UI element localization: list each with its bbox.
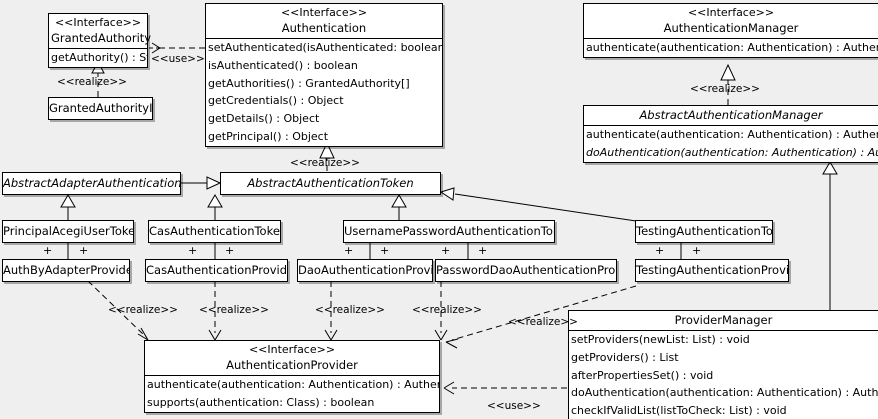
edge-label-realize-dao-authentication-provider: <<realize>> — [315, 304, 385, 316]
edge-label-realize-cas-authentication-provider: <<realize>> — [199, 304, 269, 316]
edge-label-realize-auth-by-adapter-provider: <<realize>> — [108, 304, 178, 316]
class-dao-authentication-provider[interactable]: DaoAuthenticationProvider — [297, 259, 433, 282]
member-row: setProviders(newList: List) : void — [571, 333, 750, 346]
class-testing-authentication-provider[interactable]: TestingAuthenticationProvider — [635, 259, 789, 282]
assoc-plus-mark: + — [225, 244, 235, 257]
class-name: GrantedAuthorityImpl — [49, 101, 152, 115]
class-header: <<Interface>> AuthenticationProvider — [145, 341, 439, 375]
class-cas-authentication-provider[interactable]: CasAuthenticationProvider — [145, 259, 288, 282]
member-row: checkIfValidList(listToCheck: List) : vo… — [571, 404, 787, 418]
class-header: ProviderManager — [569, 311, 878, 330]
class-authentication[interactable]: <<Interface>> Authentication setAuthenti… — [205, 3, 443, 147]
member-row: isAuthenticated() : boolean — [208, 58, 358, 72]
edge-label-realize-abstract-authentication-manager: <<realize>> — [690, 83, 760, 95]
class-header: AbstractAuthenticationManager — [584, 106, 878, 125]
assoc-plus-mark: + — [79, 244, 89, 257]
assoc-plus-mark: + — [441, 244, 451, 257]
stereotype-label: <<Interface>> — [687, 6, 775, 19]
assoc-plus-mark: + — [478, 244, 488, 257]
stereotype-label: <<Interface>> — [248, 343, 336, 356]
assoc-plus-mark: + — [380, 244, 390, 257]
class-name: AuthenticationProvider — [226, 358, 358, 372]
class-name: AbstractAuthenticationToken — [247, 176, 414, 190]
member-row: getCredentials() : Object — [208, 94, 344, 108]
class-name: AbstractAdapterAuthenticationToken — [3, 176, 180, 190]
class-members: setAuthenticated(isAuthenticated: boolea… — [206, 38, 442, 146]
member-row: setAuthenticated(isAuthenticated: boolea… — [208, 41, 442, 54]
edge-label-realize-testing-authentication-provider: <<realize>> — [508, 316, 578, 328]
class-name: PasswordDaoAuthenticationProvider — [436, 263, 616, 277]
class-members: setProviders(newList: List) : void getPr… — [569, 330, 878, 419]
edge-generalize-testingauthenticationtoken — [439, 187, 637, 222]
class-header: <<Interface>> Authentication — [206, 4, 442, 38]
member-row: getDetails() : Object — [208, 112, 320, 126]
member-row: getPrincipal() : Object — [208, 129, 329, 143]
edge-generalize-principalacegiusertoken — [60, 194, 76, 220]
assoc-plus-mark: + — [344, 244, 354, 257]
class-abstract-adapter-authentication-token[interactable]: AbstractAdapterAuthenticationToken — [2, 172, 181, 195]
assoc-plus-mark: + — [655, 244, 665, 257]
member-row: authenticate(authentication: Authenticat… — [147, 378, 439, 391]
class-name: TestingAuthenticationProvider — [636, 263, 788, 277]
class-principal-acegi-user-token[interactable]: PrincipalAcegiUserToken — [2, 220, 134, 243]
class-name: PrincipalAcegiUserToken — [3, 224, 133, 238]
member-row: supports(authentication: Class) : boolea… — [147, 395, 375, 409]
class-auth-by-adapter-provider[interactable]: AuthByAdapterProvider — [2, 259, 130, 282]
edge-label-use-granted-authority: <<use>> — [151, 53, 205, 65]
edge-label-realize-granted-authority-impl: <<realize>> — [57, 76, 127, 88]
member-row: doAuthentication(authentication: Authent… — [586, 145, 878, 159]
edge-label-realize-password-dao-authentication-provider: <<realize>> — [412, 304, 482, 316]
assoc-plus-mark: + — [43, 244, 53, 257]
edge-generalize-usernamepasswordauthenticationtoken — [391, 194, 407, 220]
class-members: getAuthority() : String — [49, 48, 147, 67]
class-name: AuthenticationManager — [663, 21, 799, 35]
class-header: <<Interface>> GrantedAuthority — [49, 14, 152, 48]
class-name: ProviderManager — [674, 313, 773, 327]
edge-label-use-provider-manager: <<use>> — [487, 400, 541, 412]
class-password-dao-authentication-provider[interactable]: PasswordDaoAuthenticationProvider — [435, 259, 617, 282]
member-row: getAuthority() : String — [51, 51, 147, 64]
class-header: <<Interface>> AuthenticationManager — [584, 4, 878, 38]
class-abstract-authentication-token[interactable]: AbstractAuthenticationToken — [220, 172, 441, 195]
class-granted-authority[interactable]: <<Interface>> GrantedAuthority getAuthor… — [48, 13, 152, 68]
class-name: GrantedAuthority — [51, 31, 152, 45]
class-granted-authority-impl[interactable]: GrantedAuthorityImpl — [48, 97, 153, 120]
class-name: TestingAuthenticationToken — [636, 224, 772, 238]
class-cas-authentication-token[interactable]: CasAuthenticationToken — [148, 220, 281, 243]
edge-label-realize-abstract-authentication-token: <<realize>> — [290, 157, 360, 169]
member-row: getProviders() : List — [571, 350, 679, 364]
class-authentication-provider[interactable]: <<Interface>> AuthenticationProvider aut… — [144, 340, 440, 413]
edge-use-authentication-grantedauthority — [149, 42, 205, 54]
class-provider-manager[interactable]: ProviderManager setProviders(newList: Li… — [568, 310, 878, 419]
stereotype-label: <<Interface>> — [54, 16, 142, 29]
class-members: authenticate(authentication: Authenticat… — [584, 38, 878, 57]
member-row: doAuthentication(authentication: Authent… — [571, 386, 878, 400]
edge-generalize-abstractadapterauthenticationtoken — [181, 176, 222, 190]
class-testing-authentication-token[interactable]: TestingAuthenticationToken — [635, 220, 773, 243]
member-row: getAuthorities() : GrantedAuthority[] — [208, 76, 410, 90]
stereotype-label: <<Interface>> — [280, 6, 368, 19]
class-name: UsernamePasswordAuthenticationToken — [344, 224, 554, 238]
member-row: authenticate(authentication: Authenticat… — [586, 41, 878, 54]
class-name: Authentication — [281, 21, 367, 35]
class-name: AbstractAuthenticationManager — [639, 108, 823, 122]
class-abstract-authentication-manager[interactable]: AbstractAuthenticationManager authentica… — [583, 105, 878, 163]
member-row: authenticate(authentication: Authenticat… — [586, 128, 878, 141]
assoc-plus-mark: + — [692, 244, 702, 257]
class-members: authenticate(authentication: Authenticat… — [145, 375, 439, 412]
class-name: DaoAuthenticationProvider — [298, 263, 432, 277]
class-username-password-authentication-token[interactable]: UsernamePasswordAuthenticationToken — [343, 220, 555, 243]
edge-generalize-providermanager — [822, 161, 838, 310]
class-members: authenticate(authentication: Authenticat… — [584, 125, 878, 162]
class-authentication-manager[interactable]: <<Interface>> AuthenticationManager auth… — [583, 3, 878, 58]
edge-generalize-casauthenticationtoken — [207, 194, 223, 220]
class-name: CasAuthenticationToken — [149, 224, 280, 238]
assoc-plus-mark: + — [188, 244, 198, 257]
member-row: afterPropertiesSet() : void — [571, 368, 714, 382]
class-name: CasAuthenticationProvider — [146, 263, 287, 277]
class-name: AuthByAdapterProvider — [3, 263, 129, 277]
